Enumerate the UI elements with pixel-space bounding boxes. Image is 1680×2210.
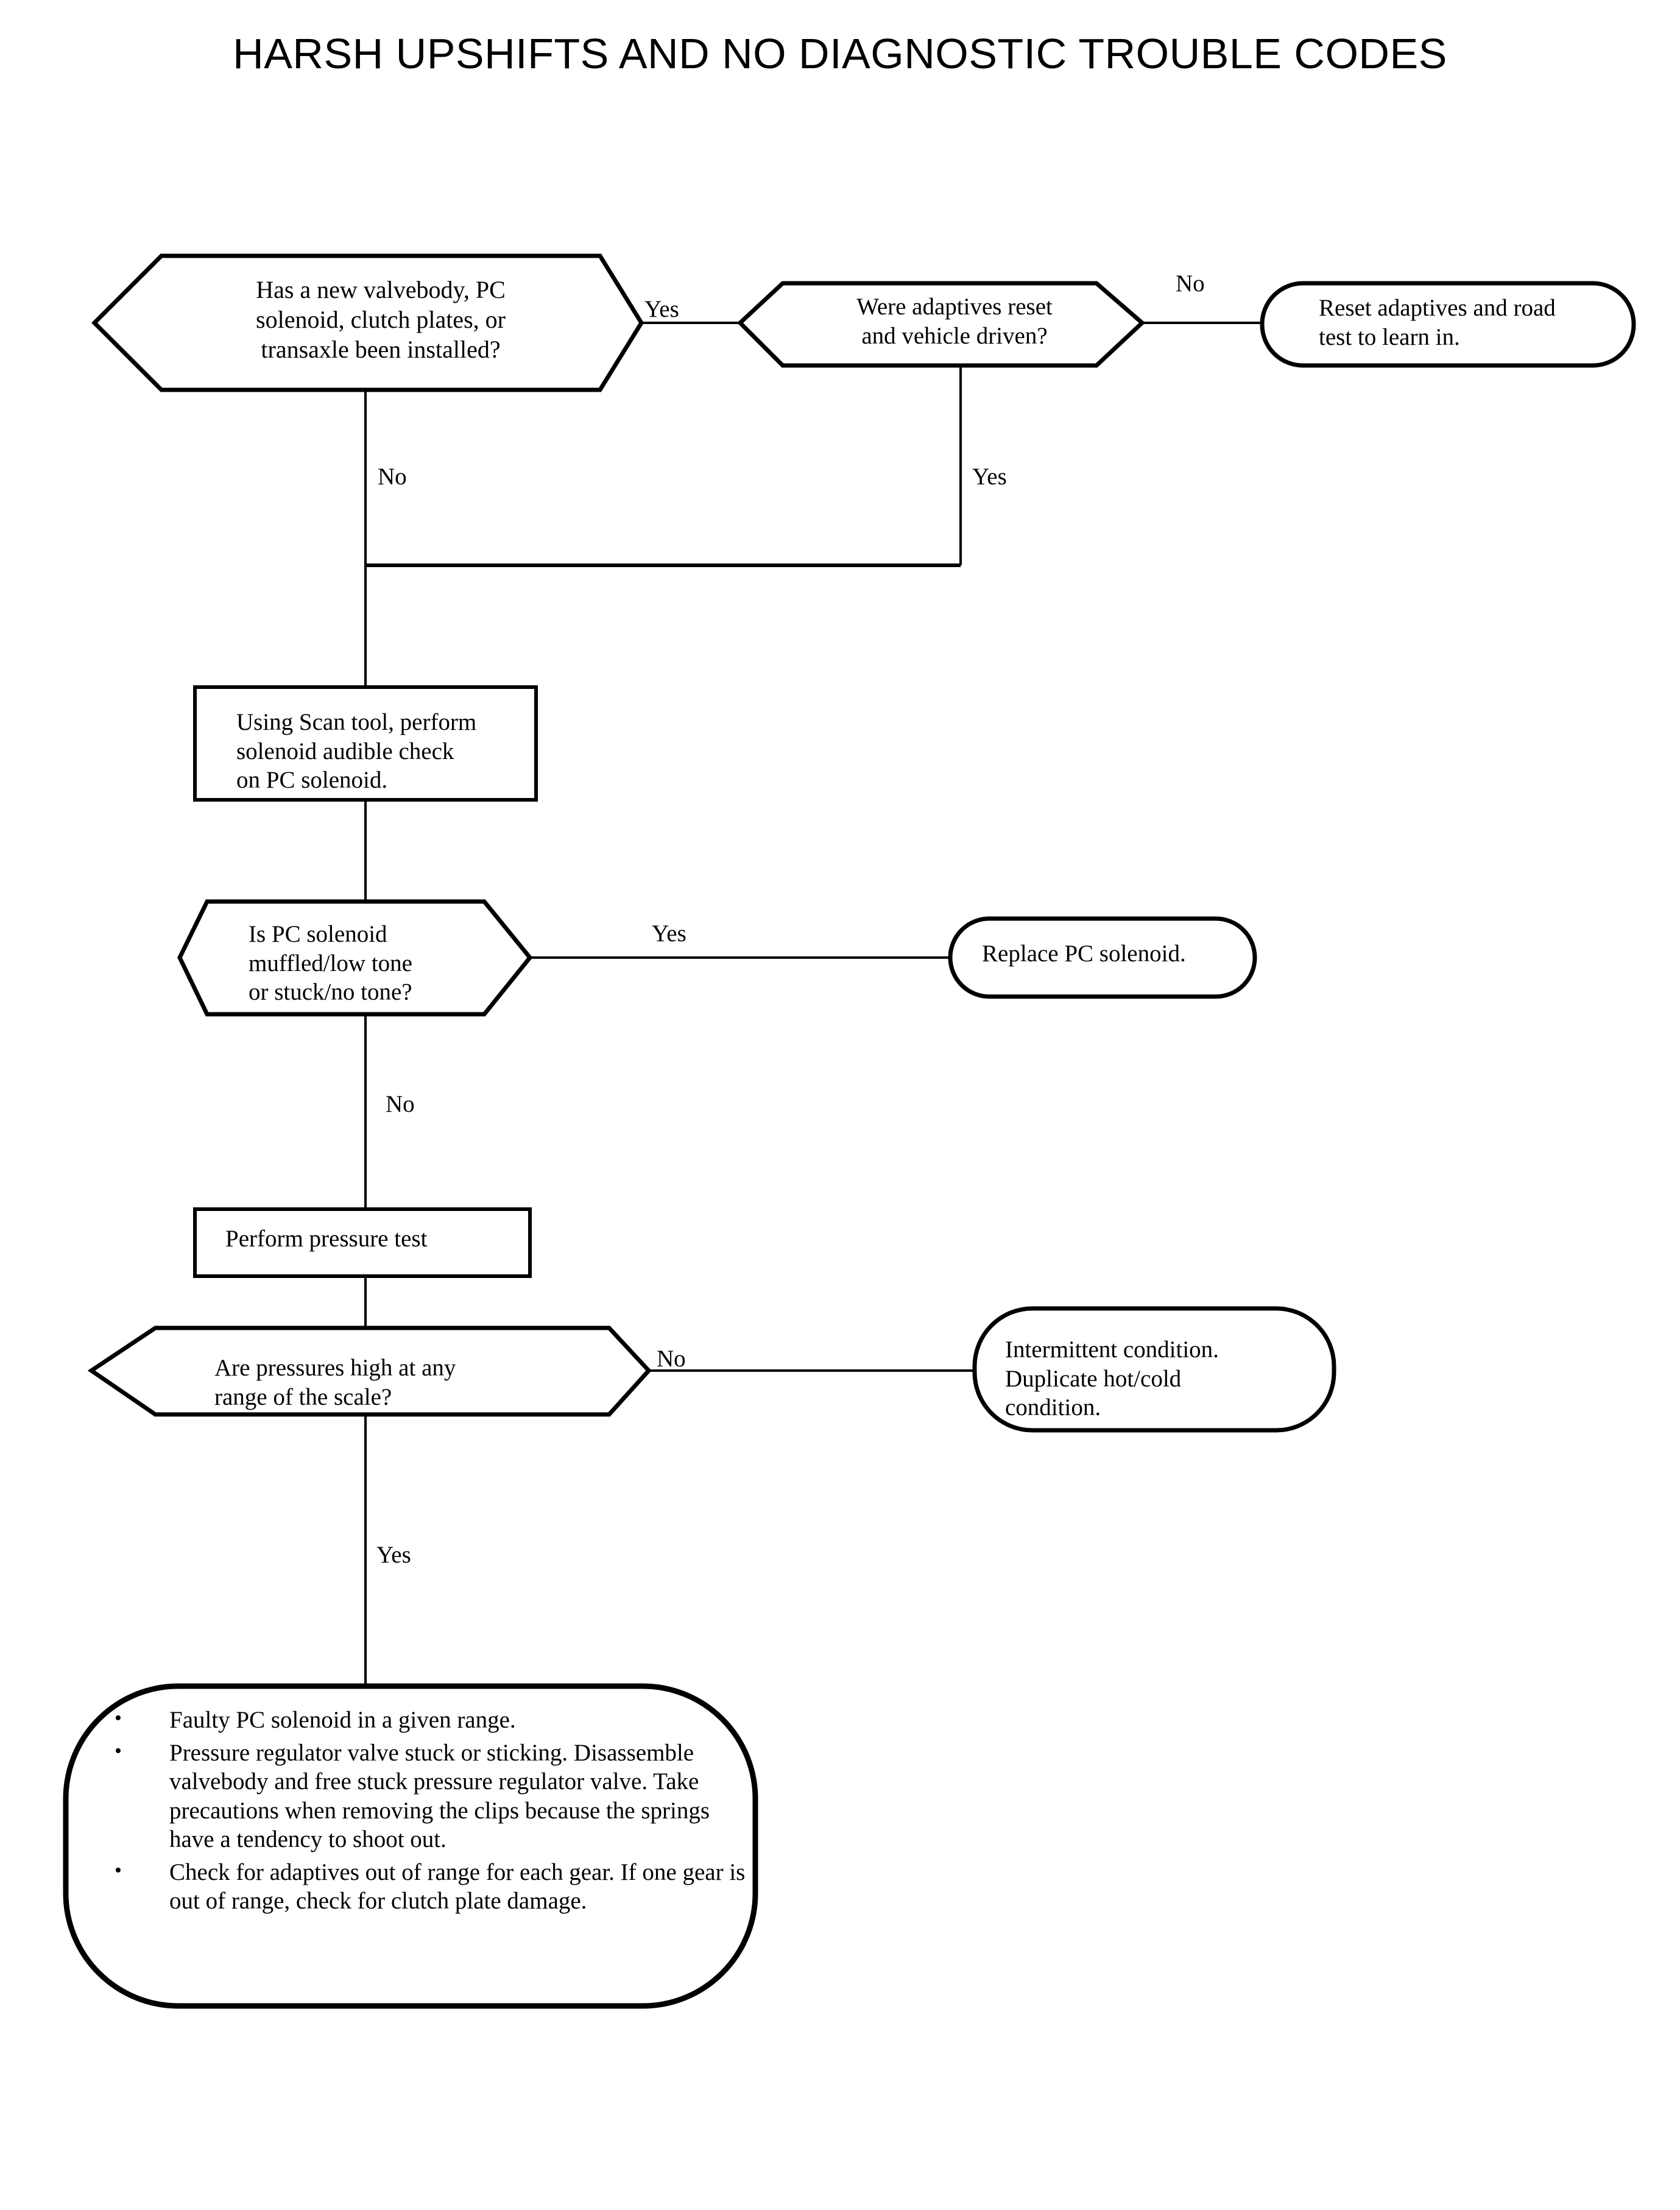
shape-decision-pc-tone[interactable] [177,899,533,1017]
terminal-reset-adaptives-label: Reset adaptives and road test to learn i… [1319,295,1556,350]
decision-new-parts-label: Has a new valvebody, PC solenoid, clutch… [256,276,506,363]
edge-label-adaptives-yes: Yes [972,464,1007,490]
edge-label-adaptives-no: No [1176,270,1205,297]
edge-label-new-parts-yes: Yes [644,296,679,322]
decision-pressures-high-label: Are pressures high at any range of the s… [214,1355,456,1410]
shape-decision-new-parts[interactable] [91,253,644,392]
bullet-icon: • [115,1739,122,1762]
terminal-causes-list: • Faulty PC solenoid in a given range. •… [102,1706,748,1919]
bullet-icon: • [115,1707,122,1729]
list-item-text: Faulty PC solenoid in a given range. [169,1707,516,1733]
terminal-intermittent-label: Intermittent condition. Duplicate hot/co… [1005,1336,1219,1421]
list-item: • Faulty PC solenoid in a given range. [102,1706,748,1735]
decision-pc-tone-label: Is PC solenoid muffled/low tone or stuck… [249,921,412,1006]
decision-adaptives-reset-label: Were adaptives reset and vehicle driven? [856,294,1053,349]
list-item-text: Pressure regulator valve stuck or sticki… [169,1739,710,1853]
shape-process-scan-tool[interactable] [193,685,538,802]
process-scan-tool-label: Using Scan tool, perform solenoid audibl… [236,709,477,794]
list-item: • Pressure regulator valve stuck or stic… [102,1739,748,1854]
edge-label-pc-tone-no: No [386,1091,415,1117]
edge-label-pressures-no: No [657,1346,686,1372]
edge-label-pressures-yes: Yes [376,1542,411,1568]
list-item: • Check for adaptives out of range for e… [102,1858,748,1916]
list-item-text: Check for adaptives out of range for eac… [169,1859,746,1915]
edge-label-pc-tone-yes: Yes [652,920,686,947]
terminal-replace-solenoid-label: Replace PC solenoid. [982,941,1186,967]
bullet-icon: • [115,1859,122,1882]
edge-label-new-parts-no: No [378,464,407,490]
process-pressure-test-label: Perform pressure test [225,1226,428,1252]
shape-decision-pressures-high[interactable] [87,1326,652,1417]
page-title: HARSH UPSHIFTS AND NO DIAGNOSTIC TROUBLE… [233,30,1447,77]
shape-terminal-reset-adaptives[interactable] [1260,281,1636,368]
shape-terminal-causes[interactable] [63,1683,758,2009]
shape-process-pressure-test[interactable] [193,1207,532,1278]
